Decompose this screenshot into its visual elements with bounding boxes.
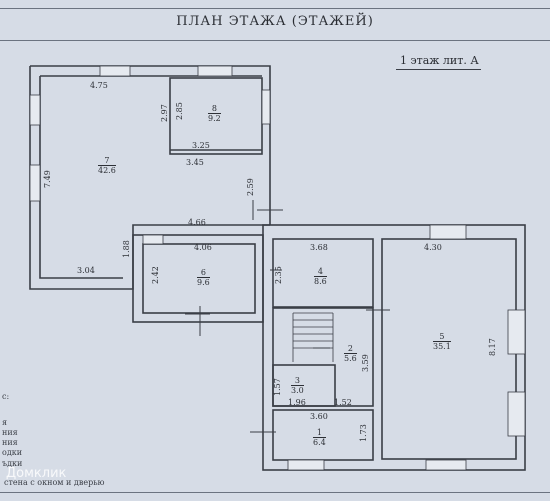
wall-room3 (272, 364, 336, 407)
dim-label: 1.73 (359, 424, 368, 442)
legend-item: я (2, 418, 8, 427)
dim-label: 7.49 (43, 170, 52, 188)
dim-label: 3.04 (77, 266, 95, 275)
dim-label: 3.45 (186, 158, 204, 167)
dim-label: 4.30 (424, 243, 442, 252)
page-title: ПЛАН ЭТАЖА (ЭТАЖЕЙ) (176, 14, 374, 29)
wall-room4 (272, 238, 374, 308)
dim-label: 3.68 (310, 243, 328, 252)
dim-label: 1.57 (273, 378, 282, 396)
dim-label: 1.52 (334, 398, 352, 407)
bottom-border-line (0, 492, 550, 493)
dim-label: 2.97 (160, 104, 169, 122)
legend-item: ния (2, 438, 18, 447)
staircase (292, 312, 334, 362)
legend-item: ния (2, 428, 18, 437)
dim-label: 2.35 (274, 266, 283, 284)
dim-label: 4.66 (188, 218, 206, 227)
legend-item: одки (2, 448, 23, 457)
dim-label: 2.59 (246, 178, 255, 196)
legend-item: ъдки (2, 459, 23, 468)
wall-room7-outer (29, 65, 271, 290)
bottom-note: стена с окном и дверью (4, 478, 105, 487)
door-marks (185, 200, 390, 446)
top-border-line (0, 8, 550, 9)
dim-label: 4.75 (90, 81, 108, 90)
wall-room7-inner (39, 75, 262, 279)
dim-label: 8.17 (488, 338, 497, 356)
legend-item: с: (2, 392, 10, 401)
floor-label: 1 этаж лит. А (396, 54, 481, 70)
dim-label: 3.60 (310, 412, 328, 421)
wall-room6-inner (142, 243, 256, 314)
wall-right-outer (262, 224, 526, 471)
dim-label: 3.25 (192, 141, 210, 150)
dim-label: 2.85 (175, 102, 184, 120)
dim-label: 1.96 (288, 398, 306, 407)
wall-room2 (272, 307, 374, 407)
watermark-logo: Домклик (6, 466, 67, 481)
dim-label: 4.06 (194, 243, 212, 252)
windows (29, 65, 526, 471)
dim-label: 1.88 (122, 240, 131, 258)
dim-label: 3.59 (361, 354, 370, 372)
header-divider (0, 40, 550, 41)
dim-label: 2.42 (151, 266, 160, 284)
